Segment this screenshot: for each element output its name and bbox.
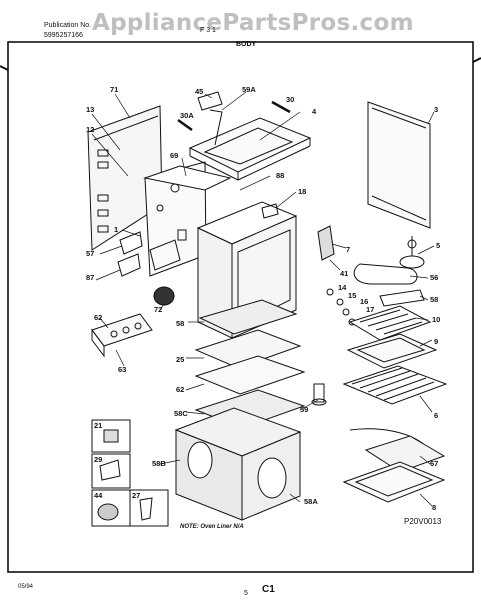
callout-87: 87 (86, 273, 95, 282)
callout-59: 59 (300, 405, 309, 414)
callout-1: 1 (114, 225, 119, 234)
wire-bundle-72 (153, 286, 175, 306)
callout-59A: 59A (242, 85, 256, 94)
callout-18: 18 (298, 187, 307, 196)
top-cover-4 (188, 117, 312, 181)
part-16 (342, 308, 350, 316)
callout-45: 45 (195, 87, 204, 96)
lower-body-58B (174, 407, 302, 521)
callout-9: 9 (434, 337, 439, 346)
callout-62-switch: 62 (94, 313, 103, 322)
leveling-leg-59 (311, 383, 327, 406)
callout-16: 16 (360, 297, 369, 306)
bracket-87 (117, 253, 141, 277)
callout-44: 44 (94, 491, 103, 500)
callout-58-right: 58 (430, 295, 439, 304)
callout-58-insulation: 58 (176, 319, 185, 328)
broil-pan-10 (348, 305, 432, 341)
footer-page-code: C1 (262, 584, 275, 595)
callout-29: 29 (94, 455, 103, 464)
leader-lines (91, 91, 435, 507)
callout-58A: 58A (304, 497, 318, 506)
model-number: F 3 1 (200, 27, 216, 34)
callout-10: 10 (432, 315, 441, 324)
callout-14: 14 (338, 283, 347, 292)
page-border (7, 41, 474, 573)
callout-58C: 58C (174, 409, 188, 418)
callout-63: 63 (118, 365, 127, 374)
callout-7: 7 (346, 245, 351, 254)
right-edge-mark (472, 57, 481, 63)
callout-71: 71 (110, 85, 119, 94)
callout-3: 3 (434, 105, 439, 114)
element-56 (353, 263, 418, 285)
watermark-text: AppliancePartsPros.com (92, 10, 414, 36)
callout-69: 69 (170, 151, 179, 160)
callout-8: 8 (432, 503, 437, 512)
callout-5: 5 (436, 241, 441, 250)
callout-88: 88 (276, 171, 285, 180)
bracket-57 (119, 231, 143, 255)
part-14 (326, 288, 334, 296)
diagram-note: NOTE: Oven Liner N/A (180, 524, 244, 530)
drawer-8 (342, 461, 446, 503)
callout-30: 30 (286, 95, 295, 104)
callout-21: 21 (94, 421, 103, 430)
drawer-67 (364, 435, 446, 473)
callout-15: 15 (348, 291, 357, 300)
callout-27: 27 (132, 491, 141, 500)
callout-56: 56 (430, 273, 439, 282)
element-7 (317, 225, 335, 261)
switch-block-62 (91, 313, 153, 358)
callout-6: 6 (434, 411, 439, 420)
footer-page-number: 5 (244, 590, 248, 597)
left-edge-mark (0, 65, 9, 71)
callout-57: 57 (86, 249, 95, 258)
callout-58B: 58B (152, 459, 166, 468)
insulation-25 (194, 329, 302, 369)
insulation-58 (198, 299, 298, 335)
inset-boxes (91, 419, 169, 527)
callout-67: 67 (430, 459, 439, 468)
callout-72: 72 (154, 305, 163, 314)
part-59A (209, 109, 223, 146)
callout-25: 25 (176, 355, 185, 364)
callout-30A: 30A (180, 111, 194, 120)
screw-30A (177, 118, 193, 132)
publication-number: 5995257166 (44, 32, 83, 39)
section-title: BODY (236, 41, 257, 48)
back-panel-3 (367, 101, 431, 229)
oven-rack-6 (342, 365, 448, 405)
footer-date: 05/94 (18, 584, 34, 590)
screw-30 (271, 100, 291, 114)
fan-motor-5 (399, 236, 425, 269)
figure-id: P20V0013 (404, 517, 442, 526)
bracket-18 (261, 203, 279, 219)
bracket-45 (197, 91, 223, 111)
pan-9 (346, 333, 438, 369)
callout-4: 4 (312, 107, 317, 116)
callout-12: 12 (86, 125, 95, 134)
side-panel-71 (87, 105, 163, 251)
callout-17: 17 (366, 305, 375, 314)
insulation-62 (194, 355, 306, 395)
callout-13: 13 (86, 105, 95, 114)
callout-62-insulation: 62 (176, 385, 185, 394)
publication-label: Publication No. (44, 22, 92, 29)
callout-41: 41 (340, 269, 349, 278)
part-15 (336, 298, 344, 306)
strip-58-right (379, 289, 425, 307)
